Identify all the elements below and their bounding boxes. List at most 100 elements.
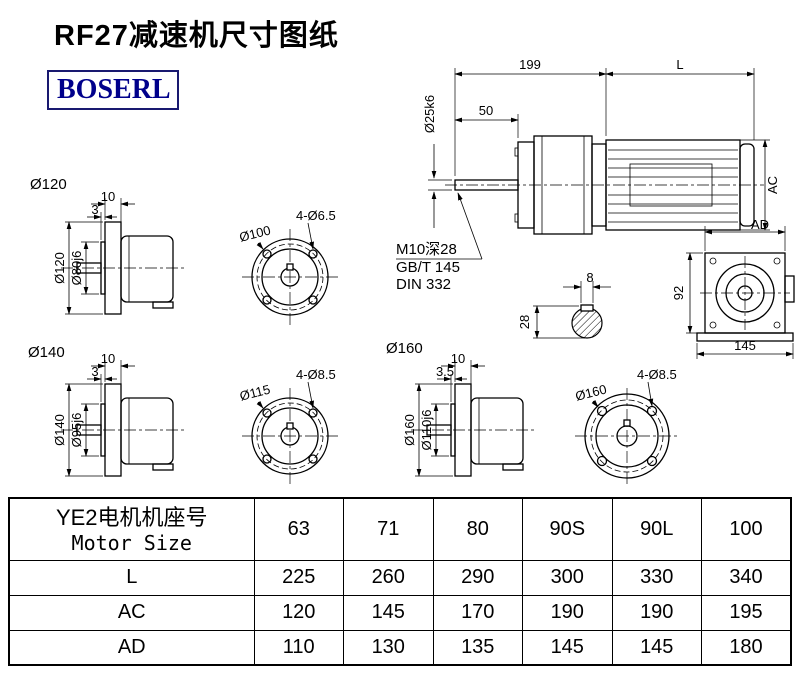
size-80: 80 (432, 497, 523, 561)
flange160-linework (411, 383, 535, 477)
cell: 290 (432, 559, 523, 596)
section-linework (571, 304, 603, 339)
front160-dimensions: 4-Ø8.5 Ø160 (574, 367, 677, 408)
dim-pilot-dia: Ø115 (238, 382, 272, 404)
dim-145: 145 (734, 338, 756, 353)
size-63: 63 (253, 497, 344, 561)
table-row-AD: AD 110 130 135 145 145 180 (8, 629, 792, 666)
dim-spigot-dia: Ø95j6 (69, 413, 84, 448)
dim-AD: AD (751, 217, 769, 232)
flange160-dimensions: 10 3.5 Ø160 Ø110j6 (402, 351, 485, 477)
brand-logo: BOSERL (47, 70, 179, 110)
gear-housing (120, 235, 174, 303)
flange-side-view-160: 10 3.5 Ø160 Ø110j6 (402, 351, 535, 477)
dim-3: 3 (91, 364, 98, 379)
terminal-lug (784, 275, 795, 303)
cell: 170 (432, 594, 523, 631)
flange140-linework (61, 383, 185, 477)
table-row-L: L 225 260 290 300 330 340 (8, 559, 792, 596)
cell: 340 (701, 559, 792, 596)
keyway (580, 304, 594, 312)
keyway (286, 422, 294, 430)
assembly-linework (445, 135, 764, 235)
table-row-AC: AC 120 145 170 190 190 195 (8, 594, 792, 631)
housing-foot (502, 463, 524, 471)
dim-pilot-dia: Ø160 (574, 382, 608, 404)
note-tapped-hole: M10深28 (396, 241, 457, 258)
dim-shaft-dia: Ø25k6 (422, 95, 437, 133)
front115-linework (242, 388, 340, 486)
cell: 145 (522, 629, 613, 666)
header-cn: YE2电机机座号 (55, 505, 208, 530)
front115-dimensions: 4-Ø8.5 Ø115 (238, 367, 336, 409)
dim-spigot-dia: Ø110j6 (419, 410, 434, 451)
front-view-160: 4-Ø8.5 Ø160 (574, 367, 677, 486)
shaft-section-circle (571, 307, 603, 339)
front-view-115: 4-Ø8.5 Ø115 (238, 367, 340, 486)
flange140-dimensions: 10 3 Ø140 Ø95j6 (52, 351, 135, 477)
cell: 180 (701, 629, 792, 666)
dim-spigot-dia: Ø80j6 (69, 251, 84, 286)
row-label-L: L (8, 559, 255, 596)
cell: 130 (343, 629, 434, 666)
dim-pilot-dia: Ø100 (238, 223, 272, 245)
dim-bolt-holes: 4-Ø8.5 (637, 367, 677, 382)
side-view-linework (696, 252, 795, 342)
housing-foot (152, 301, 174, 309)
main-assembly-view: 199 L 50 Ø25k6 AC M10深28 GB/T 145 DIN 33… (396, 57, 780, 293)
cell: 330 (611, 559, 702, 596)
section-dimensions: 8 28 (517, 270, 611, 339)
header-en: Motor Size (71, 530, 192, 555)
gear-housing (470, 397, 524, 465)
size-90L: 90L (611, 497, 702, 561)
housing-foot (152, 463, 174, 471)
dimension-table: YE2电机机座号 Motor Size 63 71 80 90S 90L 100… (8, 497, 792, 666)
input-shaft (76, 424, 102, 436)
side-view-ad: AD 92 145 (671, 217, 795, 359)
dim-28: 28 (517, 315, 532, 329)
mounting-base (696, 332, 794, 342)
cell: 300 (522, 559, 613, 596)
keyway (623, 419, 631, 427)
input-shaft (426, 424, 452, 436)
gearbox-housing (533, 135, 593, 235)
flange120-dimensions: 10 3 Ø120 Ø80j6 (52, 189, 135, 315)
dim-3-5: 3.5 (436, 364, 454, 379)
dim-L: L (676, 57, 683, 72)
dim-outer-dia: Ø140 (52, 414, 67, 446)
front-view-100: 4-Ø6.5 Ø100 (238, 208, 340, 327)
note-gbt: GB/T 145 (396, 259, 460, 276)
cell: 120 (253, 594, 344, 631)
side-view-dimensions: AD 92 145 (671, 217, 794, 359)
cell: 145 (611, 629, 702, 666)
dim-92: 92 (671, 286, 686, 300)
size-71: 71 (343, 497, 434, 561)
size-100: 100 (701, 497, 792, 561)
dim-50: 50 (479, 103, 493, 118)
flange-side-view-120: 10 3 Ø120 Ø80j6 (52, 189, 185, 315)
front100-linework (242, 229, 340, 327)
dim-outer-dia: Ø120 (52, 252, 67, 284)
dim-8: 8 (586, 270, 593, 285)
table-header-row: YE2电机机座号 Motor Size 63 71 80 90S 90L 100 (8, 497, 792, 561)
label-flange-140: Ø140 (28, 344, 65, 361)
cell: 225 (253, 559, 344, 596)
page-title: RF27减速机尺寸图纸 (54, 20, 339, 52)
dim-199: 199 (519, 57, 541, 72)
input-shaft (76, 262, 102, 274)
dim-10: 10 (101, 351, 115, 366)
motor-size-header: YE2电机机座号 Motor Size (8, 497, 255, 561)
dim-10: 10 (101, 189, 115, 204)
row-label-AD: AD (8, 629, 255, 666)
flange-side-view-140: 10 3 Ø140 Ø95j6 (52, 351, 185, 477)
front100-dimensions: 4-Ø6.5 Ø100 (238, 208, 336, 250)
keyway (286, 263, 294, 271)
shaft-key-section: 8 28 (517, 270, 611, 339)
label-flange-120: Ø120 (30, 176, 67, 193)
label-flange-160: Ø160 (386, 340, 423, 357)
flange120-linework (61, 221, 185, 315)
dim-outer-dia: Ø160 (402, 414, 417, 446)
fan-cover (739, 143, 755, 227)
row-label-AC: AC (8, 594, 255, 631)
